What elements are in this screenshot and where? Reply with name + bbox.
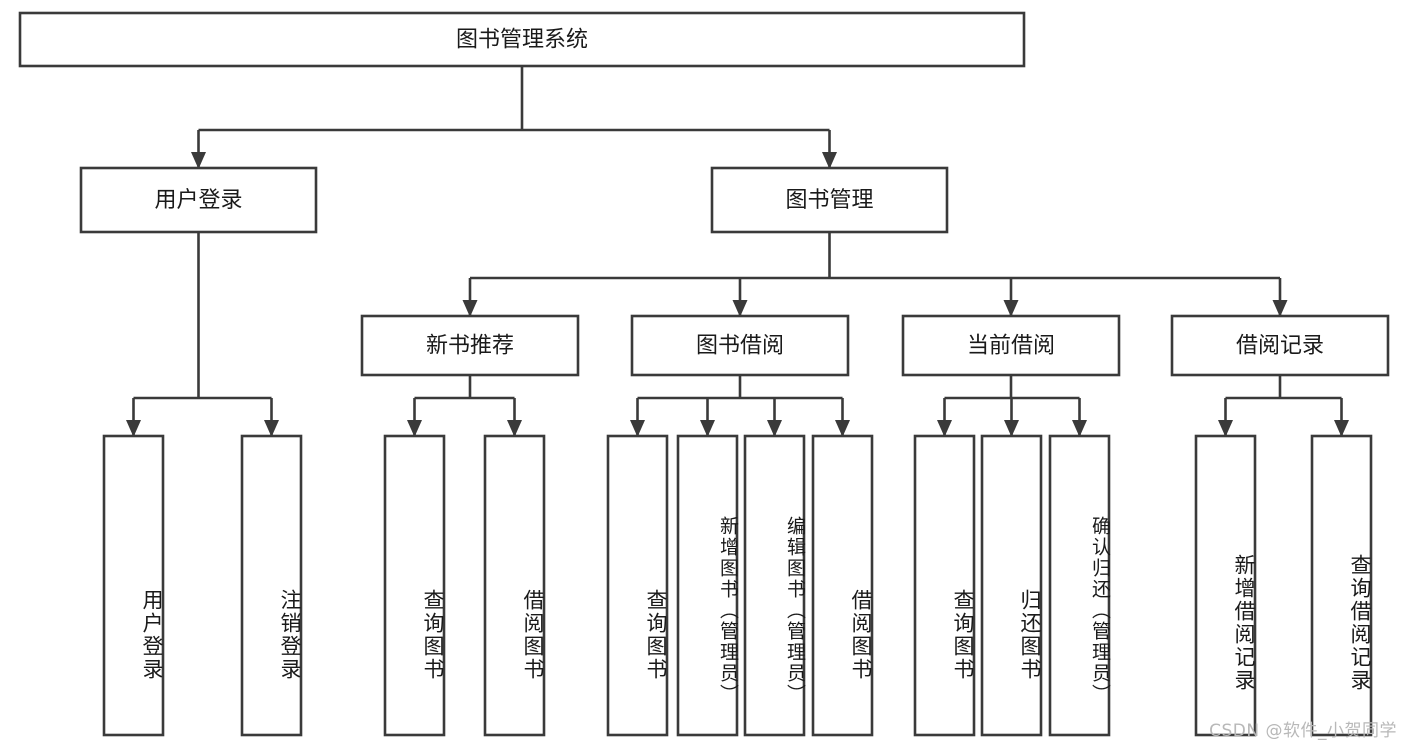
connector-userlogin-to-leaves [126,232,279,437]
node-label: 图书管理 [785,188,873,213]
node-leaf-confirm-return[interactable] [1048,434,1111,737]
node-leaf-borrow-book-2[interactable] [811,434,874,737]
node-leaf-query-book-3[interactable] [913,434,976,737]
node-current-borrow[interactable]: 当前借阅 [901,314,1121,377]
arrow-head-icon [835,420,850,437]
node-leaf-add-record[interactable] [1194,434,1257,737]
arrow-head-icon [462,300,478,317]
arrow-head-icon [767,420,782,437]
node-leaf-query-book-1[interactable] [383,434,446,737]
connector-bookmanage-to-level3 [462,232,1288,317]
arrow-head-icon [407,420,422,437]
arrow-head-icon [264,420,279,437]
node-label: 借阅记录 [1236,334,1324,359]
connector-borrow-to-leaves [630,375,850,437]
node-borrow-record[interactable]: 借阅记录 [1170,314,1390,377]
arrow-head-icon [1003,300,1019,317]
arrow-head-icon [822,152,837,169]
arrow-head-icon [1218,420,1233,437]
node-label: 图书管理系统 [456,28,588,53]
node-label: 新书推荐 [426,334,514,359]
node-label: 图书借阅 [696,334,784,359]
node-book-borrow[interactable]: 图书借阅 [630,314,850,377]
arrow-head-icon [191,152,206,169]
arrow-head-icon [630,420,645,437]
node-leaf-borrow-book-1[interactable] [483,434,546,737]
node-leaf-query-book-2[interactable] [606,434,669,737]
node-leaf-user-login[interactable] [102,434,165,737]
node-leaf-edit-book[interactable] [743,434,806,737]
connector-edges [126,66,1349,437]
node-leaf-return-book[interactable] [980,434,1043,737]
arrow-head-icon [732,300,748,317]
node-book-manage[interactable]: 图书管理 [710,166,949,234]
connector-root-to-level2 [191,66,837,169]
arrow-head-icon [937,420,952,437]
arrow-head-icon [1072,420,1087,437]
node-label: 当前借阅 [967,334,1055,359]
arrow-head-icon [1334,420,1349,437]
node-user-login[interactable]: 用户登录 [79,166,318,234]
node-leaf-logout[interactable] [240,434,303,737]
arrow-head-icon [1004,420,1019,437]
node-leaf-query-record[interactable] [1310,434,1373,737]
connector-record-to-leaves [1218,375,1349,437]
arrow-head-icon [1272,300,1288,317]
connector-recommend-to-leaves [407,375,522,437]
node-root[interactable]: 图书管理系统 [18,11,1026,68]
node-leaf-add-book[interactable] [676,434,739,737]
connector-current-to-leaves [937,375,1087,437]
arrow-head-icon [507,420,522,437]
node-label: 用户登录 [154,188,242,213]
arrow-head-icon [700,420,715,437]
node-new-book-recommend[interactable]: 新书推荐 [360,314,580,377]
arrow-head-icon [126,420,141,437]
watermark-text: CSDN @软件_小贺同学 [1209,721,1397,741]
